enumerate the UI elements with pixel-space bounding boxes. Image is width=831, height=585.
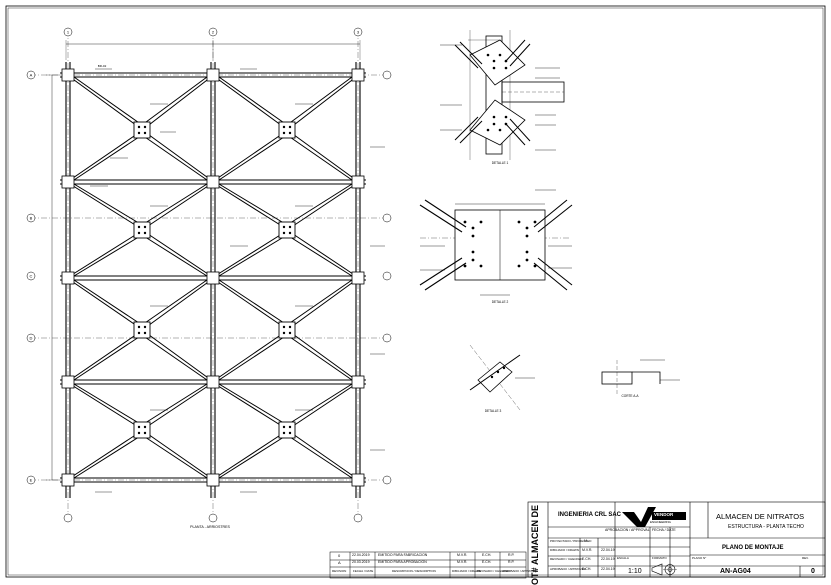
- row-approved-label: APROBADO / APPROVED: [550, 567, 587, 571]
- sheet-inner-border: [7, 7, 824, 576]
- rev-header-drawn: DIBUJADO / DRAWN: [452, 569, 481, 573]
- rev-row-1-date: 20.03.2019: [352, 560, 370, 564]
- detail-2-connection: [419, 189, 573, 296]
- detail-2-label: DETALLE 2: [492, 300, 509, 304]
- row-drawn-date: 22.04.19: [601, 548, 615, 552]
- rev-header-rev: REVISION: [332, 569, 347, 573]
- row-approved-name: E.CH.: [582, 567, 592, 571]
- row-checked-label: REVISADO / CHECKED: [550, 557, 583, 561]
- revision-number: 0: [811, 568, 815, 575]
- detail-3-connection: [469, 344, 680, 411]
- side-title-text: ALMACEN DE: [530, 505, 540, 565]
- drawing-label: PLANO N°: [692, 556, 707, 560]
- detail-3b-label: CORTE A-A: [621, 394, 639, 398]
- plan-label: PLANTA - ARRIOSTRES: [190, 525, 230, 529]
- sheet-title: PLANO DE MONTAJE: [722, 545, 784, 551]
- scale-value: 1:10: [628, 568, 642, 575]
- grid-label-b: B: [30, 216, 33, 221]
- rev-row-0-id: 0: [338, 553, 341, 558]
- drawing-number: AN-AG04: [720, 568, 751, 575]
- member-tag: BR-02: [98, 64, 107, 68]
- logo-text: VENDOR: [654, 512, 674, 517]
- row-approved-date: 22.04.19: [601, 567, 615, 571]
- company-name: INGENIERIA CRL SAC: [558, 512, 622, 518]
- grid-bubbles: [26, 27, 392, 523]
- rev-row-0-date: 22.04.2019: [352, 553, 370, 557]
- grid-label-3: 3: [357, 30, 360, 35]
- revision-table-grid: [329, 551, 527, 579]
- grid-label-1: 1: [67, 30, 70, 35]
- grid-label-a: A: [30, 73, 33, 78]
- rev-header-checked: REVISADO / CHECKED: [477, 569, 510, 573]
- sheet-border: [5, 5, 826, 578]
- title-block-grid: [527, 501, 826, 578]
- rev-row-0-approved: R.P.: [508, 553, 515, 557]
- roof-bracing-plan: [30, 30, 385, 520]
- detail-1-connection: [440, 30, 565, 160]
- rev-row-1-desc: EMITIDO PARA APROBACION: [378, 560, 427, 564]
- rev-row-1-approved: R.P.: [508, 560, 515, 564]
- grid-label-2: 2: [212, 30, 215, 35]
- rev-row-0-checked: E.CH.: [482, 553, 492, 557]
- row-drawn-label: DIBUJADO / DRAWN: [550, 548, 579, 552]
- rev-row-1-drawn: M.V.R.: [457, 560, 468, 564]
- rev-header-approved: APROBADO / APPROVED: [502, 569, 539, 573]
- scale-label: ESCALA: [617, 556, 629, 560]
- grid-label-e: E: [30, 478, 33, 483]
- rev-row-1-checked: E.CH.: [482, 560, 492, 564]
- rev-header-date: FECHA / DATE: [353, 569, 374, 573]
- logo-sub: ENGINEERING: [650, 520, 672, 524]
- rev-row-0-drawn: M.V.R.: [457, 553, 468, 557]
- row-projected-name: M.: [584, 539, 588, 543]
- row-projected-label: PROYECTADO / PROJECTED: [550, 539, 592, 543]
- row-checked-date: 22.04.19: [601, 557, 615, 561]
- rev-label: REV.: [802, 556, 809, 560]
- projection-symbol: [651, 563, 677, 576]
- project-subtitle: ESTRUCTURA - PLANTA TECHO: [728, 524, 804, 530]
- date-label: FECHA / DATE: [652, 528, 676, 532]
- grid-label-c: C: [30, 274, 33, 279]
- row-checked-name: E.CH.: [582, 557, 592, 561]
- row-drawn-name: M.V.R.: [582, 548, 593, 552]
- company-logo: [622, 507, 686, 527]
- rev-row-1-id: A: [338, 560, 341, 565]
- rev-header-desc: DESCRIPCION / DESCRIPTION: [392, 569, 436, 573]
- rev-row-0-desc: EMITIDO PARA FABRICACION: [378, 553, 428, 557]
- approval-label: APROBACION / APPROVAL: [605, 528, 650, 532]
- format-label: FORMATO: [652, 556, 667, 560]
- project-title: ALMACEN DE NITRATOS: [716, 512, 805, 521]
- grid-label-d: D: [30, 336, 33, 341]
- detail-1-label: DETALLE 1: [492, 161, 509, 165]
- detail-3-label: DETALLE 3: [485, 409, 502, 413]
